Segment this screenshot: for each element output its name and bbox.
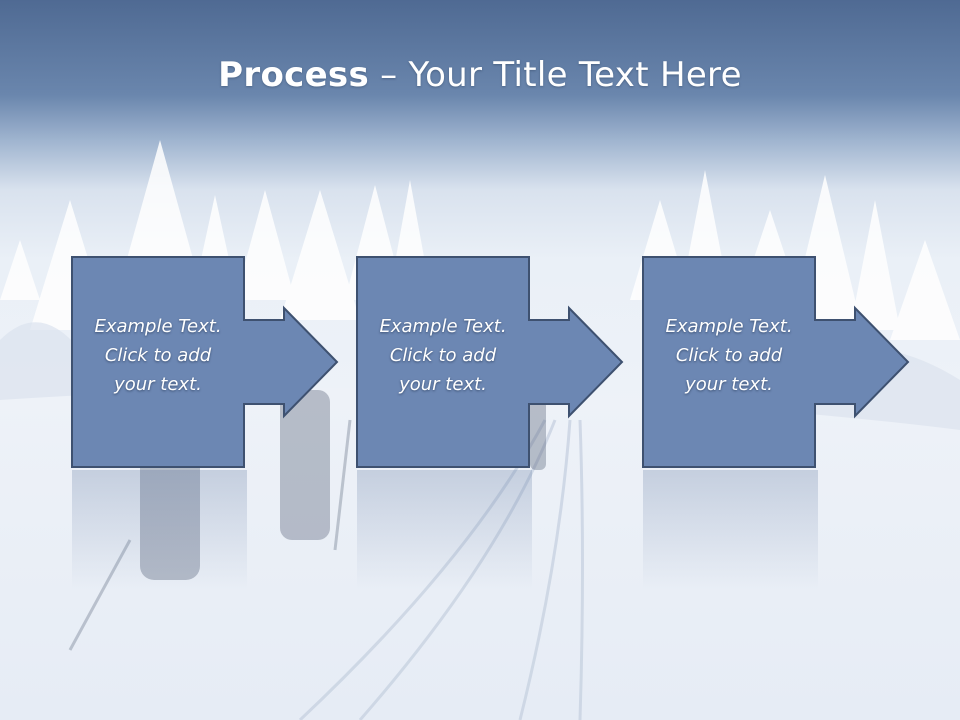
step-3-text: Example Text. Click to add your text. [665, 316, 793, 395]
process-step-3[interactable]: Example Text. Click to add your text. [642, 256, 917, 468]
arrow-right-icon [642, 256, 910, 468]
process-step-1[interactable]: Example Text. Click to add your text. [71, 256, 346, 468]
slide-title[interactable]: Process – Your Title Text Here [0, 52, 960, 98]
step-1-text: Example Text. Click to add your text. [94, 316, 222, 395]
step-2-text: Example Text. Click to add your text. [379, 316, 507, 395]
process-step-2[interactable]: Example Text. Click to add your text. [356, 256, 631, 468]
title-bold: Process [218, 55, 370, 95]
step-3-reflection [643, 470, 818, 590]
arrow-right-icon [71, 256, 339, 468]
step-1-reflection [72, 470, 247, 590]
step-2-reflection [357, 470, 532, 590]
title-rest: – Your Title Text Here [369, 55, 742, 95]
arrow-right-icon [356, 256, 624, 468]
